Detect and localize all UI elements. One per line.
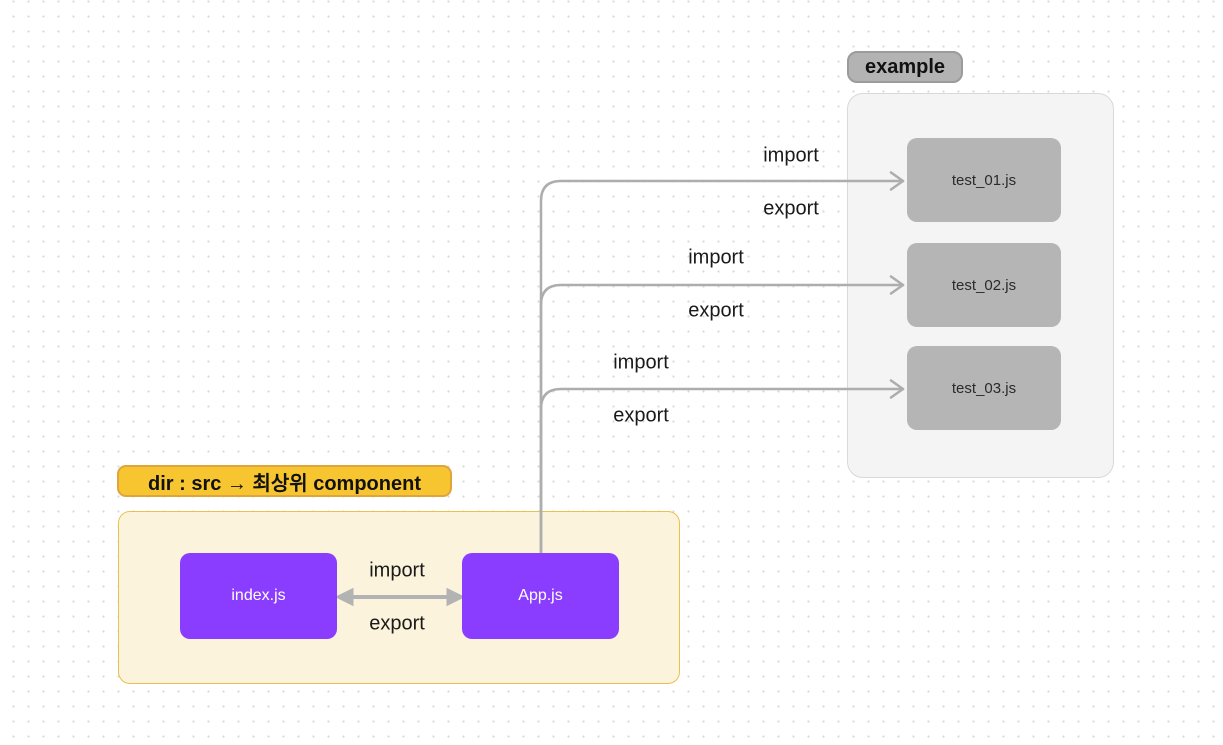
import-label-test03: import	[613, 351, 669, 374]
import-label-test02: import	[688, 246, 744, 269]
import-label-test01: import	[763, 144, 819, 167]
node-app-js[interactable]: App.js	[462, 553, 619, 639]
src-group-label[interactable]: dir : src → 최상위 component	[117, 465, 452, 497]
export-label-test03: export	[613, 404, 669, 427]
node-test-01-js[interactable]: test_01.js	[907, 138, 1061, 222]
import-label-index-app: import	[369, 559, 425, 582]
example-group-label[interactable]: example	[847, 51, 963, 83]
export-label-index-app: export	[369, 612, 425, 635]
node-index-js[interactable]: index.js	[180, 553, 337, 639]
export-label-test02: export	[688, 299, 744, 322]
export-label-test01: export	[763, 197, 819, 220]
node-test-02-js[interactable]: test_02.js	[907, 243, 1061, 327]
node-test-03-js[interactable]: test_03.js	[907, 346, 1061, 430]
